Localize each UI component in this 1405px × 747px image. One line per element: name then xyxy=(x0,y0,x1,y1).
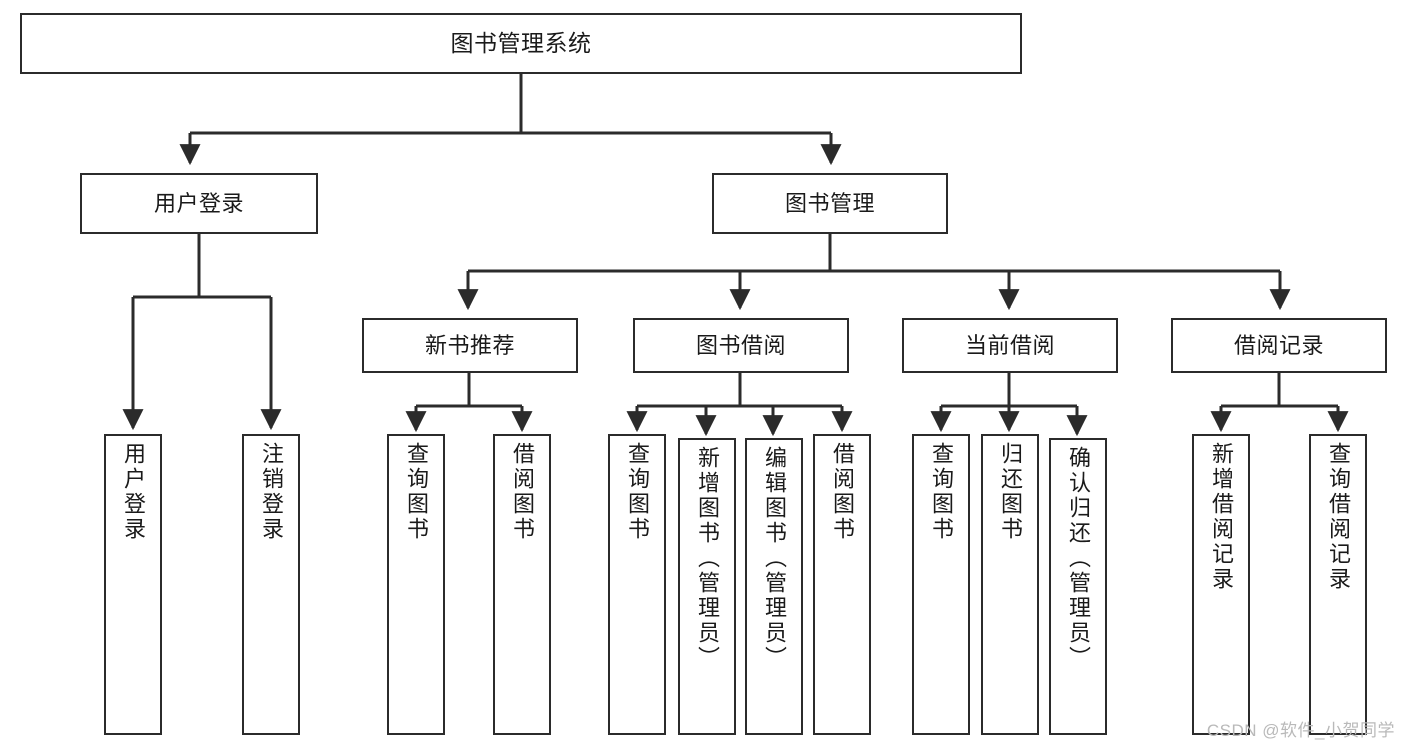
node-leaf-query-record[interactable]: 查询借阅记录 xyxy=(1309,434,1367,735)
node-user-login-label: 用户登录 xyxy=(153,190,244,216)
node-book-manage[interactable]: 图书管理 xyxy=(712,173,948,234)
node-book-manage-label: 图书管理 xyxy=(784,190,875,216)
node-leaf-borrow-book-2-label: 借阅图书 xyxy=(830,442,855,542)
node-current-borrow[interactable]: 当前借阅 xyxy=(902,318,1118,373)
node-leaf-query-book-2-label: 查询图书 xyxy=(625,442,650,542)
node-book-borrow[interactable]: 图书借阅 xyxy=(633,318,849,373)
node-leaf-logout-label: 注销登录 xyxy=(259,442,284,542)
node-leaf-query-book-1[interactable]: 查询图书 xyxy=(387,434,445,735)
node-leaf-borrow-book-2[interactable]: 借阅图书 xyxy=(813,434,871,735)
node-leaf-query-record-label: 查询借阅记录 xyxy=(1326,442,1351,592)
node-user-login[interactable]: 用户登录 xyxy=(80,173,318,234)
node-new-book-recommend[interactable]: 新书推荐 xyxy=(362,318,578,373)
node-leaf-query-book-3[interactable]: 查询图书 xyxy=(912,434,970,735)
node-leaf-user-login-label: 用户登录 xyxy=(121,442,146,542)
node-new-book-recommend-label: 新书推荐 xyxy=(424,332,515,358)
node-leaf-query-book-3-label: 查询图书 xyxy=(929,442,954,542)
node-leaf-return-book[interactable]: 归还图书 xyxy=(981,434,1039,735)
node-root[interactable]: 图书管理系统 xyxy=(20,13,1022,74)
node-leaf-edit-book-label: 编辑图书（管理员） xyxy=(762,446,787,671)
watermark-text: CSDN @软件_小贺同学 xyxy=(1206,721,1395,740)
node-book-borrow-label: 图书借阅 xyxy=(695,332,786,358)
node-root-label: 图书管理系统 xyxy=(450,29,592,56)
node-current-borrow-label: 当前借阅 xyxy=(964,332,1055,358)
node-leaf-confirm-return[interactable]: 确认归还（管理员） xyxy=(1049,438,1107,735)
node-leaf-query-book-2[interactable]: 查询图书 xyxy=(608,434,666,735)
node-leaf-user-login[interactable]: 用户登录 xyxy=(104,434,162,735)
node-borrow-record-label: 借阅记录 xyxy=(1233,332,1324,358)
node-borrow-record[interactable]: 借阅记录 xyxy=(1171,318,1387,373)
node-leaf-add-book[interactable]: 新增图书（管理员） xyxy=(678,438,736,735)
node-leaf-edit-book[interactable]: 编辑图书（管理员） xyxy=(745,438,803,735)
node-leaf-confirm-return-label: 确认归还（管理员） xyxy=(1066,446,1091,671)
node-leaf-add-book-label: 新增图书（管理员） xyxy=(695,446,720,671)
node-leaf-query-book-1-label: 查询图书 xyxy=(404,442,429,542)
node-leaf-add-record[interactable]: 新增借阅记录 xyxy=(1192,434,1250,735)
node-leaf-borrow-book-1-label: 借阅图书 xyxy=(510,442,535,542)
node-leaf-return-book-label: 归还图书 xyxy=(998,442,1023,542)
node-leaf-borrow-book-1[interactable]: 借阅图书 xyxy=(493,434,551,735)
node-leaf-add-record-label: 新增借阅记录 xyxy=(1209,442,1234,592)
node-leaf-logout[interactable]: 注销登录 xyxy=(242,434,300,735)
